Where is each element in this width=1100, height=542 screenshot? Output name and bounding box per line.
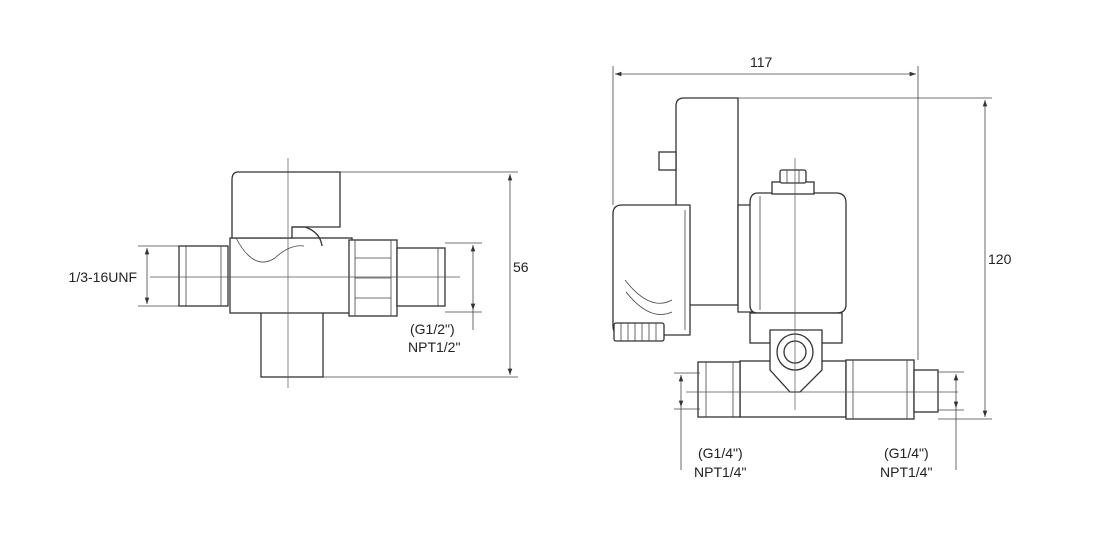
width-dimension-117 [612, 66, 919, 360]
port-label-npt-right-left: NPT1/4" [694, 464, 746, 480]
side-view-valve [150, 158, 460, 388]
front-view-valve [612, 97, 958, 420]
thread-label: 1/3-16UNF [69, 269, 137, 285]
port-dimension-left [445, 242, 482, 330]
height-dimension-120 [738, 97, 992, 420]
port-label-g-left: (G1/2") [410, 321, 455, 337]
height-dim-120: 120 [988, 251, 1012, 267]
thread-dimension [138, 245, 180, 307]
height-dimension-left [323, 171, 518, 378]
height-dim-56: 56 [513, 259, 529, 275]
port-label-g-right-left: (G1/4") [698, 445, 743, 461]
port-dimension-right-left [674, 372, 700, 470]
width-dim-117: 117 [750, 54, 773, 70]
port-label-npt-left: NPT1/2" [408, 339, 460, 355]
port-dimension-right-right [938, 371, 964, 470]
port-label-g-right-right: (G1/4") [884, 445, 929, 461]
port-label-npt-right-right: NPT1/4" [880, 464, 932, 480]
